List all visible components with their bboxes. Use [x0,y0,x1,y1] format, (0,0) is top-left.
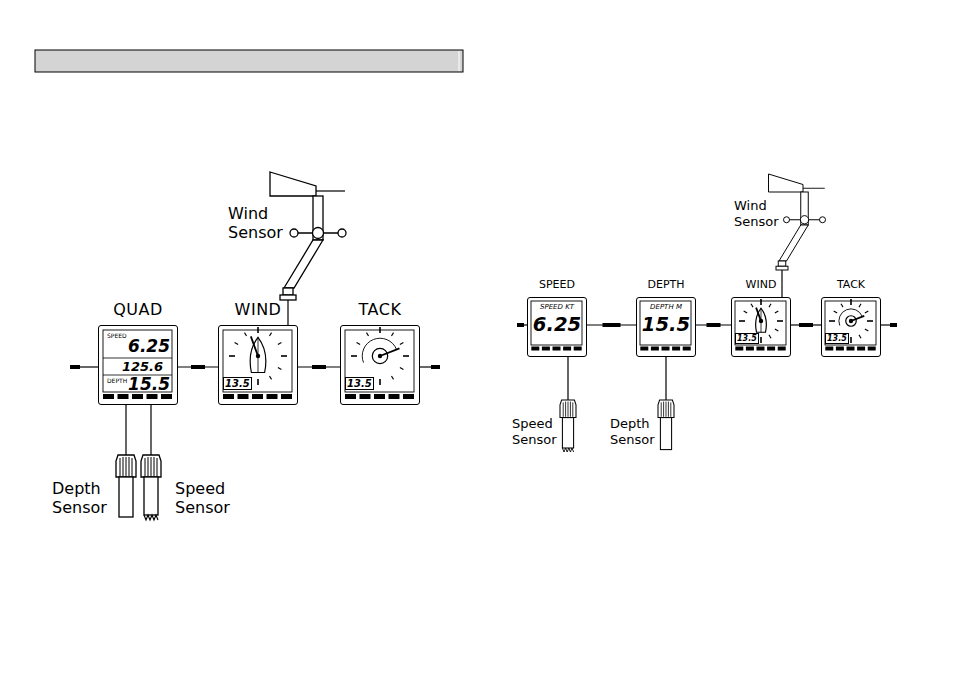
bus-cable [696,323,731,327]
sensor-cable [151,405,152,455]
key-button [103,394,114,399]
display-caption: DEPTH [107,378,127,384]
display-value: 13.5 [345,377,374,390]
instrument-name: WIND [746,279,777,290]
sensor-label: Depth Sensor [610,416,655,447]
header-bar [35,50,463,72]
key-button [374,394,385,399]
key-button [281,394,292,399]
sensor-cable [288,300,289,325]
sensor: Wind Sensor [732,168,832,270]
key-button [223,394,234,399]
speed-sensor [560,400,576,452]
instrument-display: WIND13.5 [218,325,298,405]
key-button [132,394,143,399]
depth-sensor [658,400,674,450]
speed-sensor [141,455,161,520]
display-reading: 6.25 [528,315,586,335]
key-button [360,394,371,399]
key-button [542,347,550,351]
instrument-display: WIND13.5 [731,297,791,357]
bus-cable [298,365,340,369]
key-button [238,394,249,399]
lcd-frame [103,330,172,392]
sensor-cable [126,405,127,455]
sensor-cable [666,357,667,400]
lcd-frame [735,301,786,345]
sensor: Depth Sensor [50,455,138,525]
instrument-name: SPEED [539,279,575,290]
key-button [767,347,775,351]
sensor-label: Speed Sensor [512,416,557,447]
key-button [651,347,659,351]
key-button [746,347,754,351]
key-button [847,347,855,351]
key-button [683,347,691,351]
key-button [267,394,278,399]
key-button [735,347,743,351]
lcd-frame [223,330,292,392]
bus-cable [791,323,821,327]
sensor-cable [568,357,569,400]
instrument-name: TACK [359,302,402,318]
key-button [389,394,400,399]
display-reading: 6.25 [128,338,170,355]
instrument-display: TACK13.5 [821,297,881,357]
key-button [640,347,648,351]
key-button [118,394,129,399]
display-reading: 15.5 [637,315,695,335]
key-button [868,347,876,351]
sensor: Speed Sensor [510,400,582,458]
sensor-label: Speed Sensor [175,479,230,517]
key-button [672,347,680,351]
lcd-frame [825,301,876,345]
instrument-display: TACK13.5 [340,325,420,405]
display-reading: 125.6 [122,360,163,373]
instrument-name: WIND [235,302,282,318]
instrument-face [732,298,789,355]
depth-sensor [116,455,136,517]
instrument-face [219,326,296,403]
key-button [563,347,571,351]
instrument-display: DEPTHDEPTH M15.5 [636,297,696,357]
display-value: 13.5 [735,333,759,344]
key-button [825,347,833,351]
instrument-face [822,298,879,355]
key-button [757,347,765,351]
key-button [574,347,582,351]
key-button [531,347,539,351]
key-button [161,394,172,399]
key-button [662,347,670,351]
key-button [403,394,414,399]
instrument-name: TACK [837,279,865,290]
sensor: Speed Sensor [140,455,235,525]
key-button [553,347,561,351]
sensor-label: Depth Sensor [52,479,107,517]
key-button [252,394,263,399]
display-caption: DEPTH M [637,304,695,311]
instrument-face [341,326,418,403]
instrument-display: SPEEDSPEED KT6.25 [527,297,587,357]
key-button [857,347,865,351]
display-caption: SPEED KT [528,304,586,311]
key-button [147,394,158,399]
key-button [836,347,844,351]
sensor-cable [782,270,783,297]
display-caption: SPEED [107,333,127,339]
display-value: 13.5 [825,333,849,344]
bus-cable [178,365,218,369]
key-button [345,394,356,399]
display-value: 13.5 [223,377,252,390]
sensor-label: Wind Sensor [734,198,779,229]
instrument-name: QUAD [113,302,163,318]
sensor: Wind Sensor [226,168,348,300]
instrument-display: QUADSPEED6.25125.6DEPTH15.5 [98,325,178,405]
bus-cable [587,323,636,327]
display-reading: 15.5 [128,376,170,393]
sensor: Depth Sensor [608,400,676,458]
sensor-label: Wind Sensor [228,204,283,242]
lcd-frame [345,330,414,392]
instrument-name: DEPTH [647,279,684,290]
key-button [778,347,786,351]
